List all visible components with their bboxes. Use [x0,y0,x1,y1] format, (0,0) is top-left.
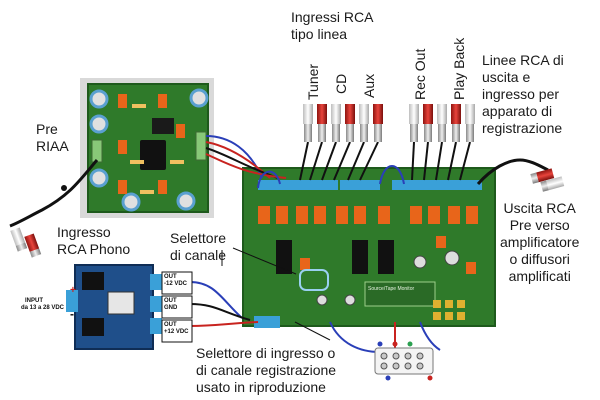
rca-plug-cd-white [331,104,341,142]
rca-input-jacks [299,104,383,181]
uscita-rca-label: Uscita RCA Pre verso amplificatore o dif… [500,200,580,284]
psu-minus-sign: - [70,307,74,321]
rca-plug-aux-white [359,104,369,142]
relays-row [258,206,478,224]
leader-lines [221,247,331,341]
pre-riaa-board [80,78,214,218]
output-label-play-back: Play Back [451,37,467,100]
psu-input-label: INPUT da 13 a 28 VDC [20,298,64,311]
ingressi-rca-label: Ingressi RCA tipo linea [291,9,374,42]
rca-plug-cd-red [345,104,355,142]
psu-module [66,264,162,350]
pre-riaa-label: Pre RIAA [36,121,69,154]
rotary-selector-switch [329,321,441,381]
selettore-ingresso-label: Selettore di ingresso o di canale regist… [196,345,337,395]
input-label-aux: Aux [361,73,377,98]
psu-plus-sign: + [70,285,76,296]
input-label-cd: CD [333,73,349,94]
selettore-canale-label: Selettore di canale [170,230,227,263]
rca-plug-aux-red [373,104,383,142]
main-preamp-board [242,167,496,328]
psu-out-minus12-label: OUT -12 VDC [164,274,188,287]
psu-output-boxes [161,271,193,343]
rca-plug-tuner-white [303,104,313,142]
output-label-rec-out: Rec Out [412,48,428,100]
board-silkscreen: Source/Tape Monitor [368,286,414,292]
psu-out-gnd-label: OUT GND [164,298,178,311]
output-rca-cable [476,158,565,192]
blue-loop-wires [257,165,405,189]
psu-out-plus12-label: OUT +12 VDC [164,322,189,335]
phono-rca-cable [9,159,99,258]
linee-rca-label: Linee RCA di uscita e ingresso per appar… [482,52,564,136]
rca-plug-tuner-red [317,104,327,142]
riaa-capacitors [89,88,209,212]
input-label-tuner: Tuner [305,63,321,100]
ingresso-phono-label: Ingresso RCA Phono [57,224,131,257]
rca-record-jacks [409,104,475,181]
